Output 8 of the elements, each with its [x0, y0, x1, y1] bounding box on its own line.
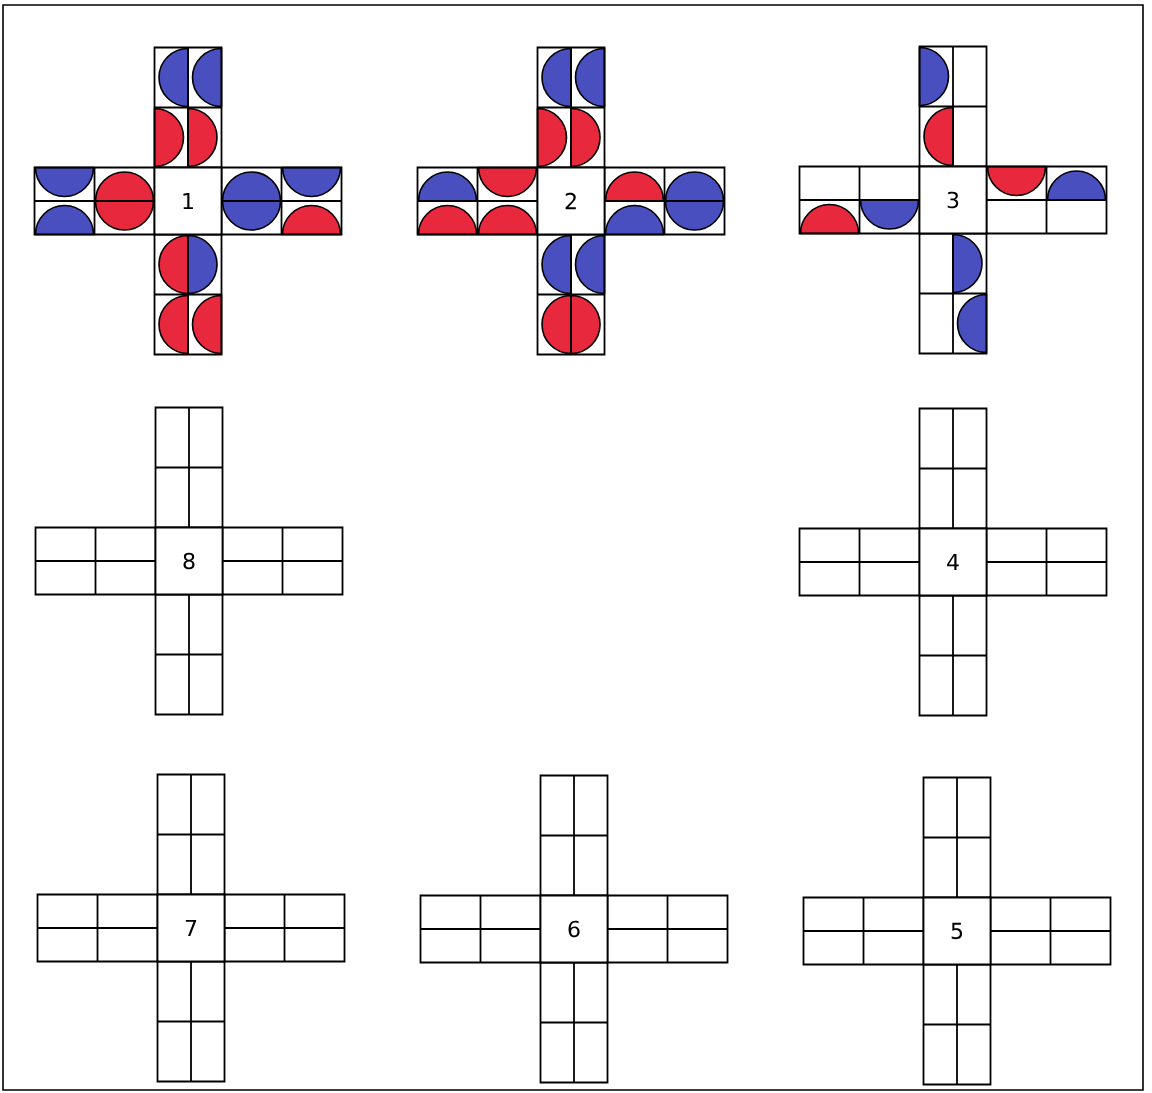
number-box: 7	[156, 893, 226, 963]
number-box: 6	[539, 894, 609, 964]
number-box: 5	[922, 896, 992, 966]
number-box: 1	[153, 166, 223, 236]
number-box: 3	[918, 165, 988, 235]
number-box: 2	[536, 166, 606, 236]
number-box: 4	[918, 527, 988, 597]
number-box: 8	[154, 526, 224, 596]
